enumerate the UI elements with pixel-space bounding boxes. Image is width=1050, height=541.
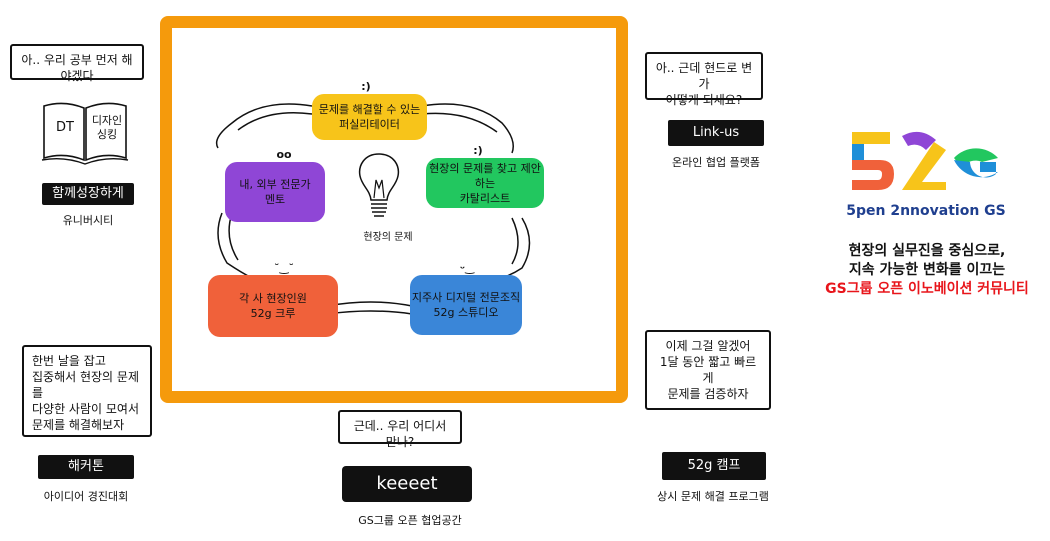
52g-wordmark: 5pen 2nnovation GS <box>828 203 1024 219</box>
bubble-line: 이제 그걸 알겠어 <box>655 338 761 354</box>
blob-line: 현장의 문제를 찾고 제안하는 <box>426 161 544 191</box>
speech-bubble-study: 아.. 우리 공부 먼저 해야겠다 <box>10 44 144 80</box>
blob-line: 52g 크루 <box>251 306 296 321</box>
blob-line: 지주사 디지털 전문조직 <box>412 290 520 305</box>
bubble-line: 다양한 사람이 모여서 <box>32 401 142 417</box>
hackathon-tag: 해커톤 <box>38 455 134 479</box>
purple-face-icon: oo <box>272 148 296 161</box>
bubble-line: 문제를 검증하자 <box>655 386 761 402</box>
blob-line: 문제를 해결할 수 있는 <box>319 102 421 117</box>
green-face-icon: :) <box>466 144 490 157</box>
crew-blob: 각 사 현장인원 52g 크루 <box>208 275 338 337</box>
bubble-line: 문제를 해결해보자 <box>32 417 142 433</box>
bubble-line: 아.. 근데 현드로 변가 <box>655 60 753 92</box>
bubble-line: 집중해서 현장의 문제를 <box>32 369 142 401</box>
bubble-line: 어떻게 되세요? <box>655 92 753 108</box>
blue-face-icon: ᵕ‿ <box>455 262 479 275</box>
bubble-line: 1달 동안 짧고 빠르게 <box>655 354 761 386</box>
blob-line: 내, 외부 전문가 <box>239 177 310 192</box>
tagline-line-1: 현장의 실무진을 중심으로, <box>814 242 1040 261</box>
facilitator-blob: 문제를 해결할 수 있는 퍼실리테이터 <box>312 94 427 140</box>
tagline-line-2: 지속 가능한 변화를 이끄는 <box>814 261 1040 280</box>
camp-subtitle: 상시 문제 해결 프로그램 <box>648 488 778 504</box>
bubble-line: 한번 날을 잡고 <box>32 353 142 369</box>
university-tag: 함께성장하게 <box>42 183 134 205</box>
keeeet-subtitle: GS그룹 오픈 협업공간 <box>350 512 470 528</box>
blob-line: 멘토 <box>265 192 285 207</box>
speech-bubble-question: 아.. 근데 현드로 변가 어떻게 되세요? <box>645 52 763 100</box>
keeeet-tag: keeeet <box>342 466 472 502</box>
blob-line: 카탈리스트 <box>460 191 511 206</box>
linkus-tag: Link-us <box>668 120 764 146</box>
speech-bubble-text: 아.. 우리 공부 먼저 해야겠다 <box>21 53 132 83</box>
studio-blob: 지주사 디지털 전문조직 52g 스튜디오 <box>410 275 522 335</box>
speech-bubble-hackathon: 한번 날을 잡고 집중해서 현장의 문제를 다양한 사람이 모여서 문제를 해결… <box>22 345 152 437</box>
speech-bubble-text: 근데.. 우리 어디서 만나? <box>354 419 447 449</box>
camp-tag: 52g 캠프 <box>662 452 766 480</box>
speech-bubble-verify: 이제 그걸 알겠어 1달 동안 짧고 빠르게 문제를 검증하자 <box>645 330 771 410</box>
blob-line: 52g 스튜디오 <box>434 305 499 320</box>
university-subtitle: 유니버시티 <box>40 212 136 228</box>
blob-line: 각 사 현장인원 <box>239 291 307 306</box>
center-problem-label: 현장의 문제 <box>360 228 416 243</box>
linkus-subtitle: 온라인 협업 플랫폼 <box>660 154 772 170</box>
speech-bubble-meeting: 근데.. 우리 어디서 만나? <box>338 410 462 444</box>
blob-line: 퍼실리테이터 <box>339 117 400 132</box>
catalyst-blob: 현장의 문제를 찾고 제안하는 카탈리스트 <box>426 158 544 208</box>
mentor-blob: 내, 외부 전문가 멘토 <box>225 162 325 222</box>
book-right-text-2: 싱킹 <box>88 126 126 142</box>
book-left-text: DT <box>50 120 80 135</box>
tagline-line-3: GS그룹 오픈 이노베이션 커뮤니티 <box>804 280 1050 299</box>
yellow-face-icon: :) <box>356 80 376 93</box>
orange-face-icon: ˘‿˘ <box>272 262 296 275</box>
light-bulb-icon <box>354 150 404 222</box>
52g-logo-mark <box>850 128 1000 194</box>
hackathon-subtitle: 아이디어 경진대회 <box>30 488 142 504</box>
